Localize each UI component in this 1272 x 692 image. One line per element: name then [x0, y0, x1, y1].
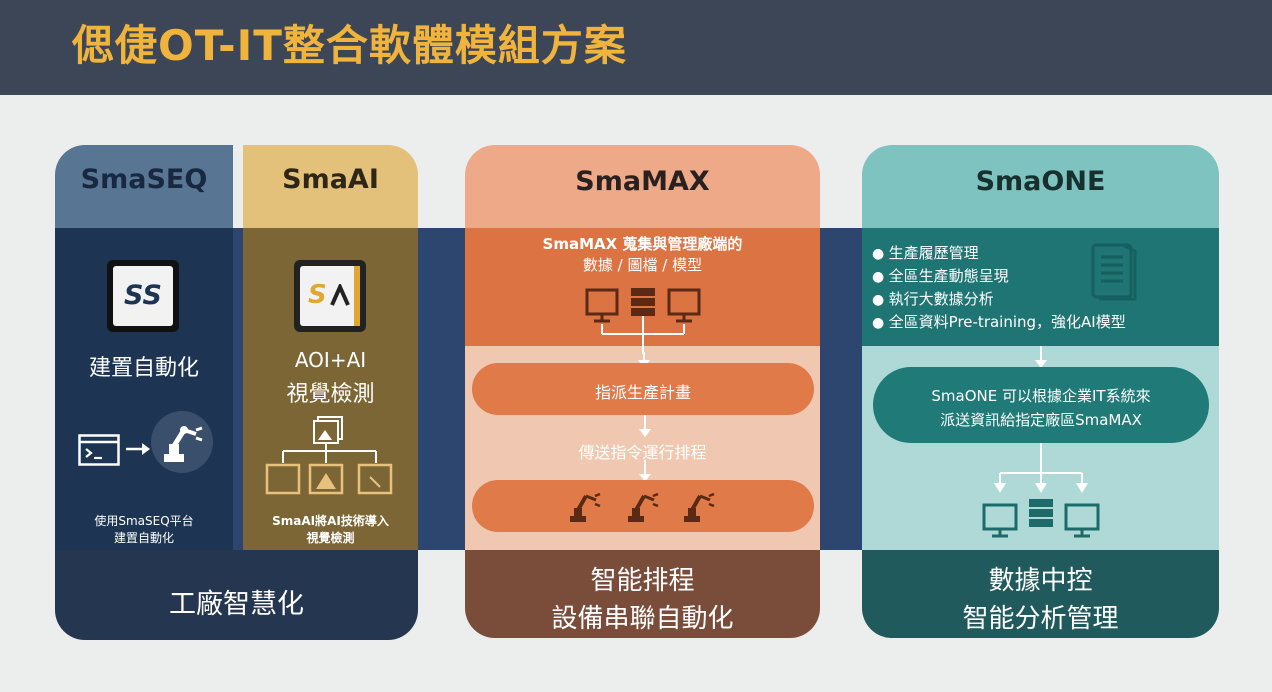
robot-arm-icon [150, 408, 214, 476]
terminal-icon [78, 434, 120, 466]
smaone-title: SmaONE [975, 166, 1106, 197]
smamax-header-bg [465, 145, 820, 228]
smaai-header-bg [243, 145, 418, 228]
smaseq-title: SmaSEQ [80, 164, 208, 195]
robot-arm-icon [566, 488, 602, 524]
smaone-header-bg [862, 145, 1219, 228]
smamax-footer-bg [465, 550, 820, 638]
smaai-caption-line2: 視覺檢測 [306, 531, 355, 545]
smaone-bullet-item: ● 全區生產動態呈現 [872, 267, 1009, 285]
smaone-footer-bg [862, 550, 1219, 638]
smaai-feature-line2: 視覺檢測 [286, 382, 375, 407]
smaone-network-icon [980, 443, 1102, 543]
arrow-right-icon [126, 442, 150, 456]
smamax-desc-line2: 數據 / 圖檔 / 模型 [582, 256, 703, 274]
smaseq-logo-text: SS [124, 280, 162, 311]
smaseq-header-bg [55, 145, 233, 228]
smaseq-logo: SS [107, 260, 179, 332]
smamax-arrow-3 [638, 460, 652, 482]
smaone-bullet-item: ● 全區資料Pre-training，強化AI模型 [872, 313, 1126, 331]
smamax-step1-pill [472, 363, 814, 415]
smamax-title: SmaMAX [575, 166, 710, 197]
image-tree-icon [262, 415, 396, 497]
smaseq-feature: 建置自動化 [88, 356, 199, 381]
smaone-footer-line1: 數據中控 [988, 566, 1093, 596]
smaone-dispatch-pill [873, 367, 1209, 443]
lambda-icon [330, 284, 350, 306]
smaone-bullet-item: ● 生產履歷管理 [872, 244, 979, 262]
factory-group-label: 工廠智慧化 [169, 589, 304, 620]
smamax-step2: 傳送指令運行排程 [578, 443, 707, 462]
smamax-footer-line2: 設備串聯自動化 [551, 604, 734, 634]
smaai-logo-text: S [308, 280, 327, 310]
smamax-arrow-2 [638, 415, 652, 437]
header-bar: 偲倢OT-IT整合軟體模組方案 [0, 0, 1272, 95]
smaone-pill-line1: SmaONE 可以根據企業IT系統來 [931, 387, 1151, 405]
smaai-logo: S [294, 260, 366, 332]
smamax-footer-line1: 智能排程 [590, 566, 695, 596]
smaone-pill-line2: 派送資訊給指定廠區SmaMAX [940, 411, 1142, 429]
smamax-robots-pill [472, 480, 814, 532]
smaone-bullet-item: ● 執行大數據分析 [872, 290, 994, 308]
smaai-caption-line1: SmaAI將AI技術導入 [272, 514, 389, 528]
smamax-step1: 指派生產計畫 [594, 383, 691, 402]
smaone-arrow-1 [1034, 346, 1048, 368]
smaai-feature-line1: AOI+AI [294, 348, 367, 372]
smamax-desc-line1: SmaMAX 蒐集與管理廠端的 [542, 235, 743, 253]
smaone-footer-line2: 智能分析管理 [962, 604, 1119, 634]
smaseq-caption-line2: 建置自動化 [113, 531, 174, 545]
smamax-network-icon [583, 274, 703, 354]
page-title: 偲倢OT-IT整合軟體模組方案 [72, 21, 627, 70]
robot-arm-icon [680, 488, 716, 524]
document-icon [1085, 243, 1141, 301]
smaone-list-bg [862, 228, 1219, 346]
smaai-title: SmaAI [282, 164, 379, 195]
smaseq-caption-line1: 使用SmaSEQ平台 [94, 514, 194, 528]
smaone-bullets: ● 生產履歷管理 ● 全區生產動態呈現 ● 執行大數據分析 ● 全區資料Pre-… [872, 242, 1126, 334]
robot-arm-icon [624, 488, 660, 524]
factory-footer-bg [55, 550, 418, 640]
